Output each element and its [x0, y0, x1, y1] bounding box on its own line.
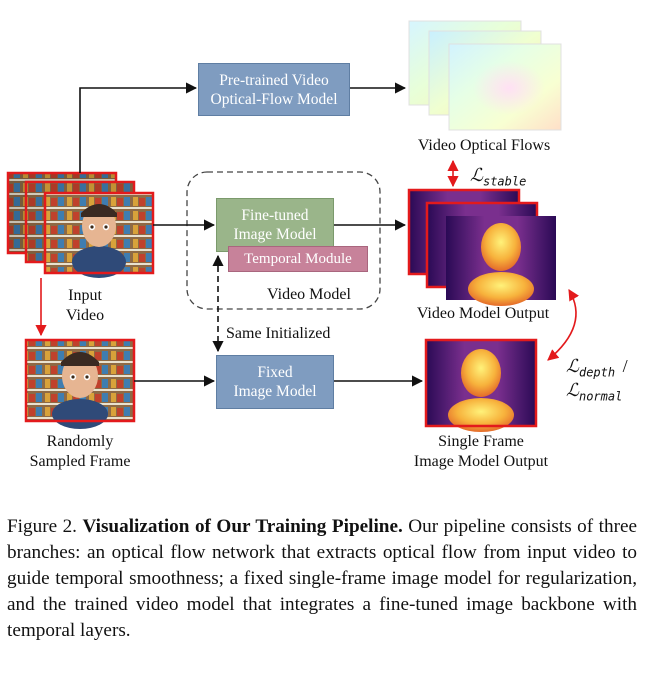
- single-output-label-line1: Single Frame: [438, 433, 524, 450]
- input-video-frames: [6, 171, 155, 278]
- figure-caption: Figure 2. Visualization of Our Training …: [7, 514, 637, 644]
- single-output-label-line2: Image Model Output: [413, 453, 549, 470]
- stable-loss-label: ℒstable: [470, 165, 526, 192]
- video-model-label: Video Model: [267, 286, 351, 303]
- finetuned-model-box: Fine-tuned Image Model: [216, 198, 334, 252]
- depth-loss-label: ℒdepth /: [566, 356, 628, 383]
- optical-flows-label: Video Optical Flows: [417, 137, 551, 154]
- arrow-input-to-flow: [79, 82, 198, 173]
- loss-separator: /: [622, 356, 628, 376]
- normal-loss-label: ℒnormal: [566, 380, 622, 407]
- pipeline-diagram: [6, 20, 579, 432]
- sampled-frame: [24, 338, 136, 429]
- temporal-module-box: Temporal Module: [228, 246, 368, 272]
- single-frame-output: [424, 338, 538, 432]
- random-frame-label-line1: Randomly: [46, 433, 114, 450]
- video-model-output-label: Video Model Output: [416, 305, 550, 322]
- normal-loss-subscript: normal: [578, 389, 623, 404]
- caption-title: Visualization of Our Training Pipeline.: [82, 516, 403, 537]
- stable-loss-symbol: ℒ: [470, 165, 483, 185]
- optical-flow-images: [408, 20, 562, 131]
- video-model-output-frames: [407, 188, 556, 306]
- flow-model-box: Pre-trained Video Optical-Flow Model: [198, 63, 350, 116]
- input-video-label-line1: Input: [68, 287, 102, 304]
- caption-figure-number: Figure 2.: [7, 516, 77, 537]
- arrow-depth-normal-loss: [547, 289, 579, 361]
- fixed-model-box: Fixed Image Model: [216, 355, 334, 409]
- caption-body: Our pipeline consists of three branches:…: [7, 516, 637, 641]
- same-initialized-label: Same Initialized: [226, 325, 331, 342]
- depth-loss-subscript: depth: [578, 365, 616, 380]
- video-model-container: [186, 171, 381, 310]
- stable-loss-subscript: stable: [482, 174, 527, 189]
- input-frame-front: [43, 191, 155, 278]
- normal-loss-symbol: ℒ: [566, 380, 579, 400]
- depth-loss-symbol: ℒ: [566, 356, 579, 376]
- random-frame-label-line2: Sampled Frame: [29, 453, 131, 470]
- input-video-label-line2: Video: [65, 307, 105, 324]
